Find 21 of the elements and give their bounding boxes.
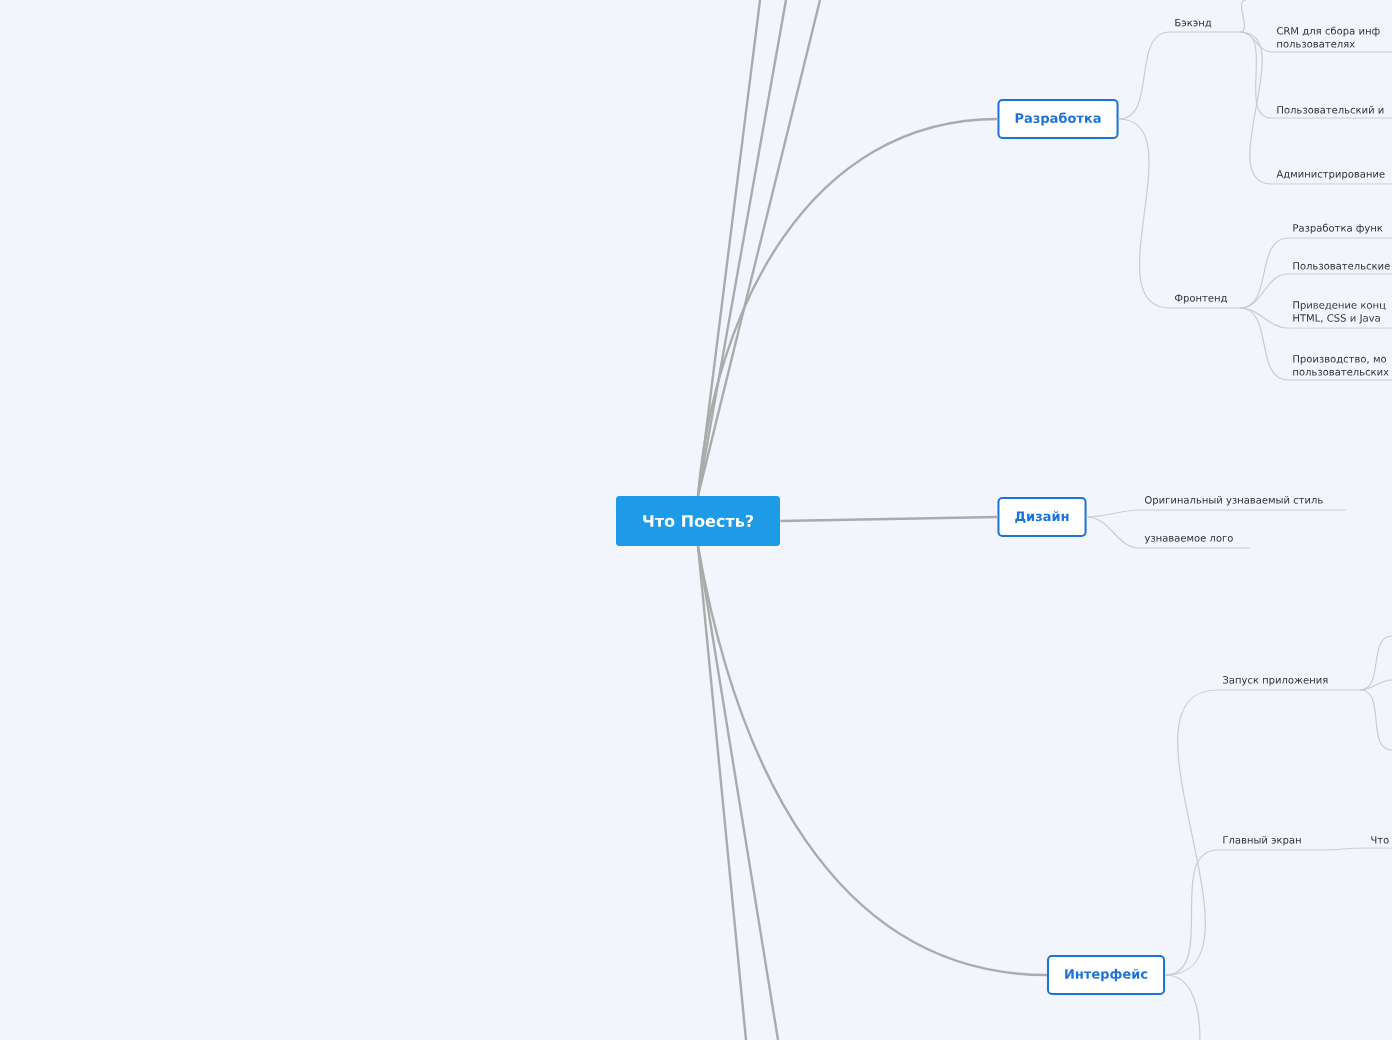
branch-line — [1239, 0, 1247, 33]
branch-line — [780, 515, 998, 523]
branch-line — [1164, 849, 1219, 976]
topic-box: Что Поесть? — [616, 496, 780, 546]
branch-line — [696, 117, 998, 496]
branch-line — [1359, 689, 1392, 751]
branch-line — [1117, 31, 1171, 120]
branch-line — [1359, 635, 1392, 691]
branch-line — [1359, 679, 1392, 691]
branch-line — [1239, 31, 1273, 185]
branch-line — [1239, 31, 1273, 119]
branch-line — [1164, 974, 1201, 1040]
branch-line — [1319, 847, 1367, 851]
branch-line — [696, 546, 780, 1040]
branch-line — [1117, 118, 1171, 309]
branch-line — [1085, 516, 1141, 549]
branch-line — [696, 546, 748, 1040]
branch-line — [1085, 509, 1141, 518]
branch-line — [696, 0, 822, 496]
branch-line — [1239, 307, 1289, 381]
branch-line — [1239, 273, 1289, 309]
